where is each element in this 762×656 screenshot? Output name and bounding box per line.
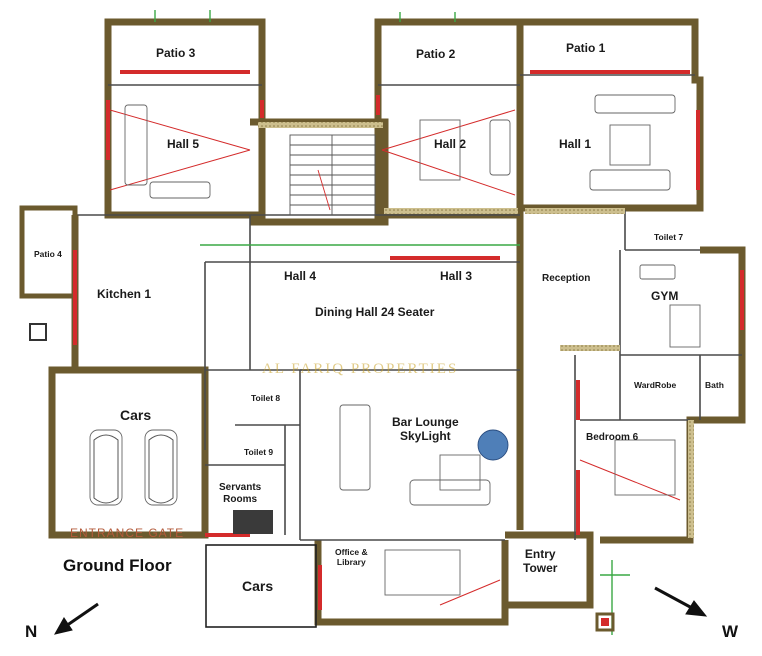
entrance-gate-label: ENTRANCE GATE xyxy=(70,526,185,540)
room-label-toilet9: Toilet 9 xyxy=(244,447,274,457)
room-label-reception: Reception xyxy=(542,273,591,284)
room-label-toilet8: Toilet 8 xyxy=(251,393,281,403)
entry-line1: Entry xyxy=(524,547,556,561)
room-label-servants: Servants Rooms xyxy=(219,482,261,505)
room-label-hall2: Hall 2 xyxy=(434,137,467,151)
room-label-hall5: Hall 5 xyxy=(167,137,200,151)
room-label-bath: Bath xyxy=(705,380,724,390)
compass-north: N xyxy=(25,622,38,641)
room-label-patio4: Patio 4 xyxy=(34,249,62,259)
furniture-sketches xyxy=(29,94,701,596)
bar-lounge-line1: Bar Lounge xyxy=(392,415,459,429)
room-label-bar-lounge: Bar Lounge SkyLight xyxy=(392,415,459,444)
room-label-gym: GYM xyxy=(651,289,679,303)
green-markers xyxy=(154,10,630,635)
entry-tower-marker xyxy=(595,612,615,632)
floor-title: Ground Floor xyxy=(63,556,172,575)
staircase xyxy=(289,134,376,216)
room-label-hall4: Hall 4 xyxy=(284,269,317,283)
red-sight-lines xyxy=(109,109,681,606)
compass-west: W xyxy=(722,622,739,641)
entry-line2: Tower xyxy=(523,560,558,575)
room-label-kitchen1: Kitchen 1 xyxy=(97,287,152,301)
hatched-walls xyxy=(258,122,694,538)
red-wall-segments xyxy=(73,70,744,610)
room-label-office: Office & Library xyxy=(335,547,368,568)
room-label-patio2: Patio 2 xyxy=(416,47,456,61)
servants-line1: Servants xyxy=(219,482,262,493)
room-label-bedroom6: Bedroom 6 xyxy=(586,432,639,443)
room-label-toilet7: Toilet 7 xyxy=(654,232,684,242)
watermark: AL FARIQ PROPERTIES xyxy=(262,361,459,377)
room-label-wardrobe: WardRobe xyxy=(634,380,677,390)
room-label-hall1: Hall 1 xyxy=(559,137,592,151)
room-label-cars-bottom: Cars xyxy=(242,578,274,594)
room-label-patio3: Patio 3 xyxy=(156,46,196,60)
servants-line2: Rooms xyxy=(223,493,258,505)
office-line1: Office & xyxy=(335,547,368,557)
room-label-cars-top: Cars xyxy=(120,407,152,423)
office-line2: Library xyxy=(336,556,366,567)
interior-walls xyxy=(19,74,742,628)
bar-lounge-line2: SkyLight xyxy=(400,428,451,443)
servants-room-fixture xyxy=(233,510,273,534)
room-label-dining: Dining Hall 24 Seater xyxy=(315,305,435,319)
room-label-hall3: Hall 3 xyxy=(440,269,473,283)
car-drawings xyxy=(93,434,174,504)
room-label-entry-tower: Entry Tower xyxy=(523,547,558,576)
compass-arrows xyxy=(54,586,708,635)
room-label-patio1: Patio 1 xyxy=(566,41,606,55)
